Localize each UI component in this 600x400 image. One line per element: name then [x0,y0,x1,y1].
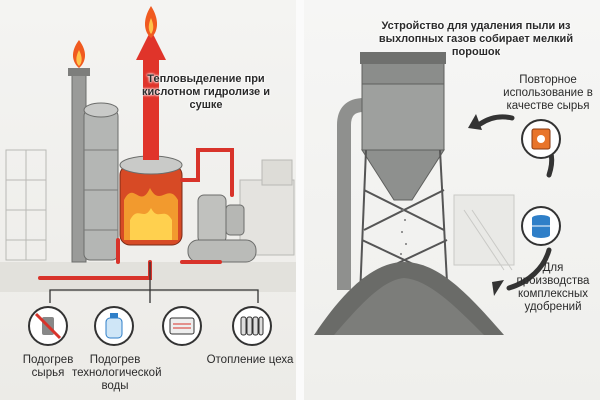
use-label-workshop-heating: Отопление цеха [206,354,294,366]
panel-divider [296,0,304,400]
use-label-process-water: Подогрев технологической воды [72,354,162,392]
dust-collector-illustration [314,52,555,335]
fertilizer-production-label: Для производства комплексных удобрений [516,262,590,313]
heat-recovery-panel: Тепловыделение при кислотном гидролизе и… [0,0,296,400]
heat-release-label: Тепловыделение при кислотном гидролизе и… [142,73,270,111]
heat-arrow [143,55,159,160]
fertilizer-barrel-icon [520,205,562,252]
radiator-icon [231,305,273,352]
plant-illustration [0,6,296,303]
raw-material-box-icon [520,118,562,165]
dust-removal-panel: Устройство для удаления пыли из выхлопны… [304,0,600,400]
reuse-raw-material-label: Повторное использование в качестве сырья [503,74,593,112]
no-fuel-icon [27,305,69,352]
use-label-raw-heating: Подогрев сырья [22,354,74,379]
heater-unit-icon [161,305,203,352]
dust-collector-title: Устройство для удаления пыли из выхлопны… [378,20,574,58]
water-bottle-icon [93,305,135,352]
